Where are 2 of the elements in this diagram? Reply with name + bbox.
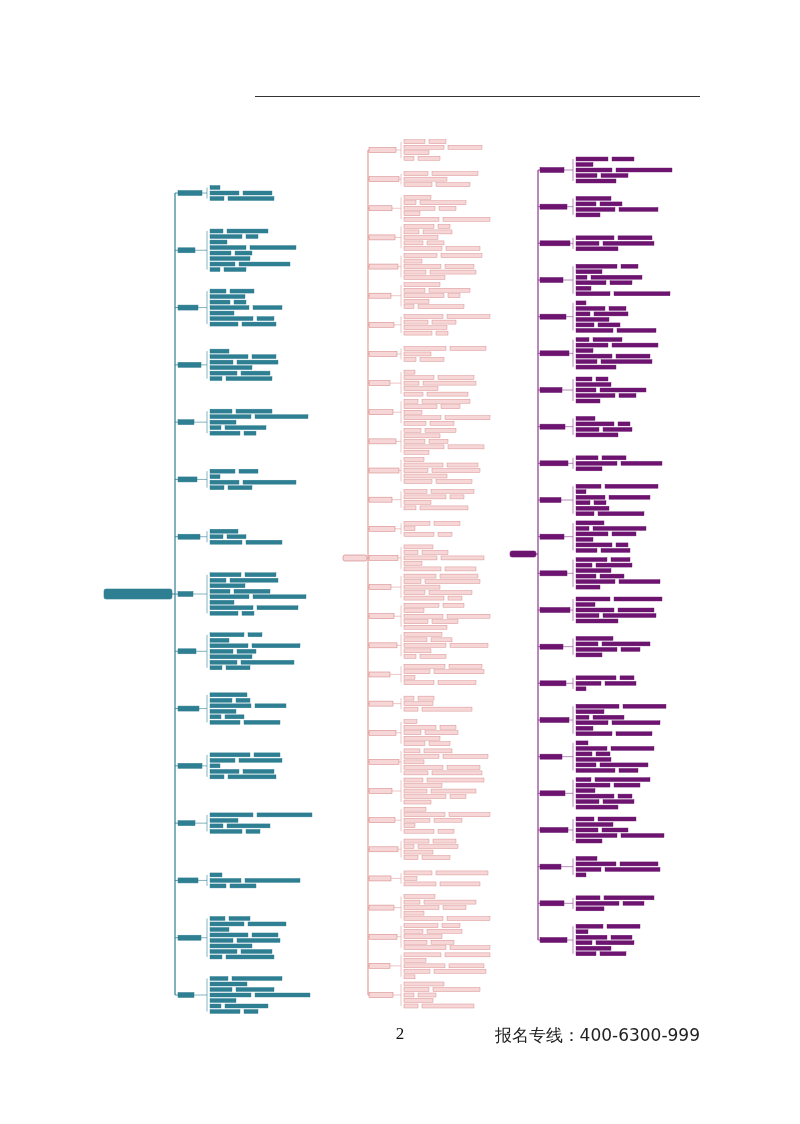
hotline-text: 报名专线：400-6300-999 <box>494 1024 700 1047</box>
page-number: 2 <box>394 1024 406 1044</box>
